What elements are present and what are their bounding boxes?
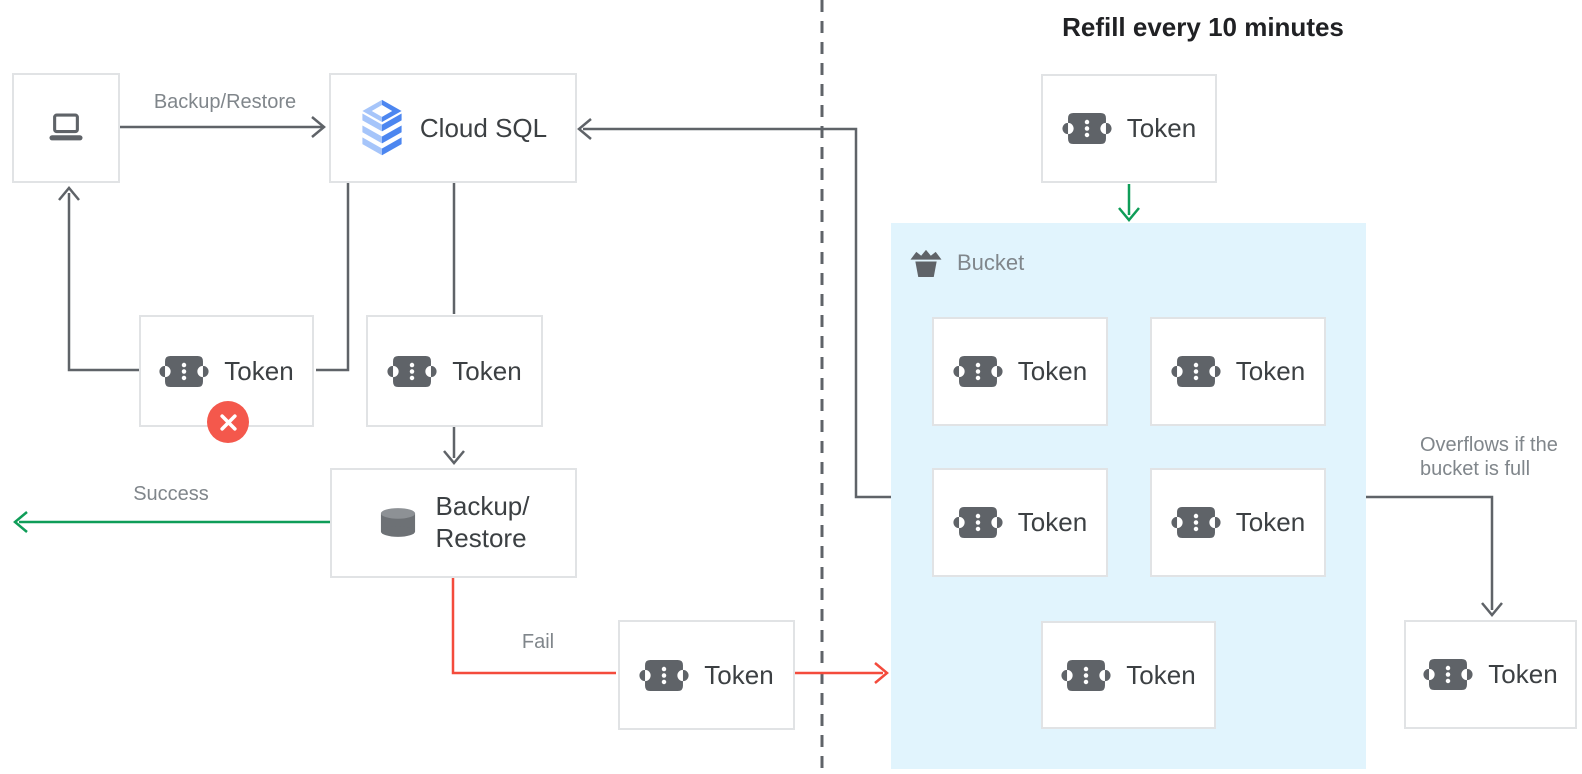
edge-label-success: Success [133, 483, 209, 505]
bucket-header: Bucket [908, 247, 1024, 278]
arrowhead-down [443, 450, 465, 465]
edge-overflow [1366, 495, 1494, 610]
laptop-icon [49, 113, 83, 140]
arrowhead-left [577, 118, 592, 140]
token-node-refill: Token [1041, 74, 1217, 183]
token-icon [953, 355, 1003, 388]
client-node [12, 73, 120, 183]
token-icon [1423, 658, 1473, 691]
x-circle-icon [207, 401, 249, 443]
backup-restore-line2: Restore [435, 523, 527, 553]
edge-label-overflow: Overflows if the bucket is full [1420, 434, 1558, 480]
bucket-icon [910, 249, 942, 278]
cloud-sql-node: Cloud SQL [329, 73, 577, 183]
token-node-bucket-4: Token [1150, 468, 1326, 577]
token-node-consumed: Token [139, 315, 314, 427]
token-label: Token [1126, 659, 1196, 690]
arrowhead-up [58, 186, 80, 201]
backup-restore-node: Backup/ Restore [330, 468, 577, 578]
token-label: Token [224, 355, 294, 386]
token-label: Token [704, 659, 774, 690]
token-icon [1171, 506, 1221, 539]
token-icon [387, 355, 437, 387]
token-node-bucket-3: Token [932, 468, 1108, 577]
cloud-sql-icon [362, 99, 402, 156]
edge-token-to-client [67, 193, 139, 372]
bucket-label: Bucket [957, 249, 1025, 275]
cloud-sql-label: Cloud SQL [419, 112, 548, 143]
token-label: Token [1488, 659, 1558, 689]
token-icon [953, 506, 1003, 539]
token-node-overflow: Token [1404, 620, 1577, 729]
token-icon [159, 355, 209, 387]
token-icon [1061, 659, 1111, 691]
token-icon [1171, 355, 1221, 388]
token-label: Token [1017, 507, 1088, 537]
backup-restore-line1: Backup/ [435, 491, 530, 522]
token-node-bucket-2: Token [1150, 317, 1326, 426]
arrowhead-right [311, 116, 326, 138]
token-label: Token [452, 355, 522, 386]
diagram-title: Refill every 10 minutes [1062, 12, 1344, 42]
backup-restore-label: Backup/ Restore [436, 491, 530, 554]
arrowhead-down-overflow [1481, 602, 1503, 617]
token-node-bucket-1: Token [932, 317, 1108, 426]
token-label: Token [1235, 356, 1306, 386]
edge-fail [451, 578, 616, 675]
token-node-failed: Token [618, 620, 795, 730]
token-node-bucket-5: Token [1041, 621, 1216, 729]
edge-label-fail: Fail [521, 631, 555, 653]
arrowhead-right-red [874, 662, 889, 684]
edge-bucket-to-cloudsql [583, 127, 891, 499]
token-icon [1062, 112, 1112, 145]
token-label: Token [1126, 113, 1197, 143]
token-label: Token [1235, 507, 1306, 537]
x-glyph [219, 413, 237, 431]
token-icon [639, 659, 689, 691]
edge-cloudsql-to-token-consumed [316, 183, 350, 372]
arrowhead-left-green [13, 511, 28, 533]
token-node-pending: Token [366, 315, 543, 427]
arrowhead-down-green [1118, 207, 1140, 222]
token-label: Token [1017, 356, 1088, 386]
edge-label-backup-restore: Backup/Restore [153, 91, 297, 113]
database-icon [380, 508, 415, 537]
